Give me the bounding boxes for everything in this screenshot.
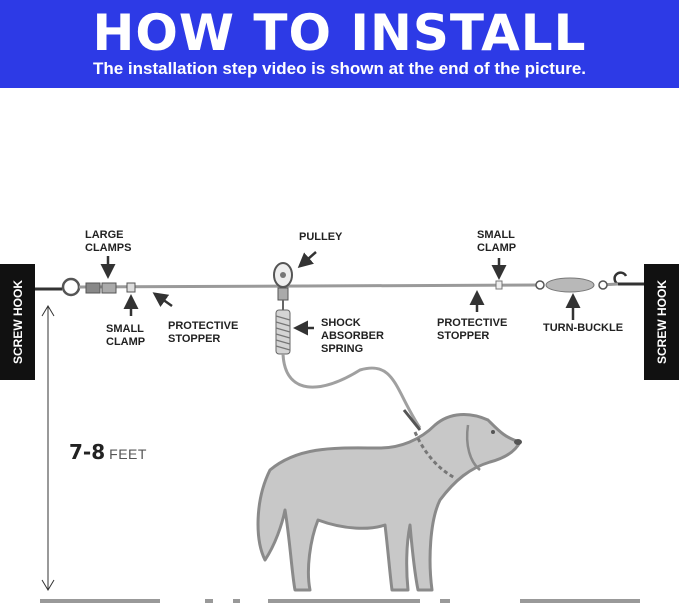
page-title: HOW TO INSTALL: [92, 4, 587, 62]
right-screw-hook-icon: [613, 271, 644, 286]
height-value: 7-8: [69, 440, 106, 464]
height-unit: FEET: [109, 446, 147, 462]
leash-snap-icon: [402, 409, 422, 431]
small-clamp-left-icon: [126, 282, 136, 293]
label-pulley: PULLEY: [299, 231, 343, 243]
dog-illustration: [256, 413, 522, 592]
label-arrows: [100, 251, 581, 336]
pulley-icon: [273, 262, 293, 301]
header-banner: HOW TO INSTALL The installation step vid…: [0, 0, 679, 88]
turn-buckle-icon: [535, 277, 608, 293]
left-post: SCREW HOOK: [0, 264, 35, 380]
right-post: SCREW HOOK: [644, 264, 679, 380]
leash: [281, 353, 422, 429]
large-clamps-icon: [85, 282, 117, 294]
page-subtitle: The installation step video is shown at …: [92, 59, 587, 78]
label-turn-buckle: TURN-BUCKLE: [543, 322, 624, 334]
small-clamp-right-icon: [495, 280, 503, 290]
left-screw-hook-icon: [35, 277, 81, 297]
height-dimension: [41, 305, 55, 591]
shock-absorber-spring-icon: [275, 300, 291, 355]
